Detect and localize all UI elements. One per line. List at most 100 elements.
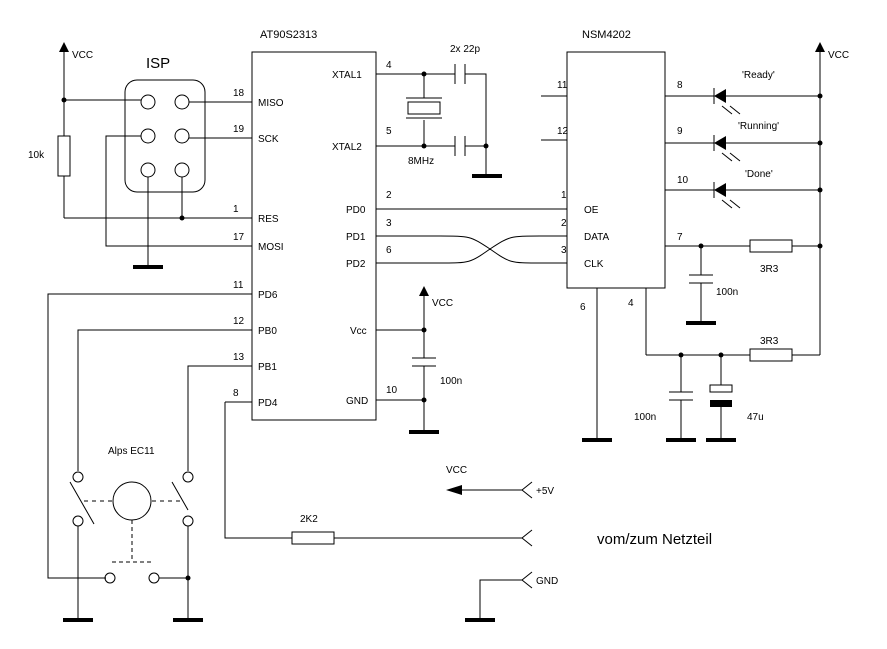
pin-p12-num: 12 — [557, 126, 569, 137]
right-vcc-label: VCC — [828, 50, 849, 61]
supply-cap — [669, 355, 693, 438]
c-supply-label: 100n — [634, 412, 656, 423]
isp-pin-1 — [140, 94, 156, 110]
pin-pd4-name: PD4 — [258, 398, 278, 409]
driver-chip: NSM4202 11 12 1 OE 2 DATA 3 CLK 6 4 8 9 … — [541, 29, 689, 442]
led-running-label: 'Running' — [738, 121, 779, 132]
pin-miso-num: 18 — [233, 88, 245, 99]
encoder-contact — [182, 515, 194, 527]
isp-pin-5 — [140, 162, 156, 178]
c-elko-label: 47u — [747, 412, 764, 423]
encoder-wires — [47, 293, 225, 579]
pd4-wire — [224, 402, 522, 539]
pin-data-num: 2 — [561, 218, 567, 229]
pin-p6-num: 6 — [580, 302, 586, 313]
encoder-push-link — [112, 520, 152, 563]
pin-pb1-name: PB1 — [258, 362, 277, 373]
pin-pd0-name: PD0 — [346, 205, 366, 216]
pin-p8-num: 8 — [677, 80, 683, 91]
pin-pd4-num: 8 — [233, 388, 239, 399]
crystal-symbol — [407, 101, 441, 115]
pin-p11-num: 11 — [557, 80, 568, 91]
cap-plates — [689, 274, 713, 284]
led-done-label: 'Done' — [745, 169, 773, 180]
junction — [185, 575, 191, 581]
pin-pd6-num: 11 — [233, 280, 244, 291]
driver-title: NSM4202 — [582, 29, 631, 41]
junction — [817, 93, 823, 99]
pin-pd0-num: 2 — [386, 190, 392, 201]
junction — [817, 187, 823, 193]
c-pin7-label: 100n — [716, 287, 738, 298]
encoder-contact — [104, 572, 116, 584]
pin-pd2-name: PD2 — [346, 259, 366, 270]
pin-p7-num: 7 — [677, 232, 683, 243]
encoder-label: Alps EC11 — [108, 446, 155, 457]
pin-xtal1-name: XTAL1 — [332, 70, 362, 81]
mcu-chip: AT90S2313 18 MISO 19 SCK 1 RES 17 MOSI 1… — [196, 29, 567, 421]
encoder-knob-icon — [112, 481, 152, 521]
junction — [179, 215, 185, 221]
driver-left-nc-pins — [541, 95, 567, 141]
pin7-wires — [665, 245, 820, 322]
led-icon — [714, 89, 726, 103]
cap-plates — [412, 357, 436, 367]
elko-positive-plate — [709, 384, 733, 393]
mcu-right-pins — [376, 73, 567, 401]
pin-gnd-num: 10 — [386, 385, 398, 396]
pin-oe-num: 1 — [561, 190, 567, 201]
pin-res-name: RES — [258, 214, 279, 225]
pin-pb0-num: 12 — [233, 316, 245, 327]
connector-terminals — [521, 481, 533, 589]
resistor-3r3-led — [749, 239, 793, 253]
data-clk-crossover — [439, 235, 567, 264]
pin-xtal2-name: XTAL2 — [332, 142, 362, 153]
pin-sck-name: SCK — [258, 134, 279, 145]
junction — [61, 97, 67, 103]
encoder-switch-a — [69, 481, 95, 525]
net-vcc-label: VCC — [446, 465, 467, 476]
pin-p10-num: 10 — [677, 175, 689, 186]
light-arrows-icon — [721, 199, 741, 209]
xtal-caps-label: 2x 22p — [450, 44, 480, 55]
gnd-label: GND — [536, 576, 558, 587]
mcu-supply: VCC 100n — [409, 286, 462, 434]
mcu-title: AT90S2313 — [260, 29, 317, 41]
pin-data-name: DATA — [584, 232, 610, 243]
light-arrows-icon — [721, 105, 741, 115]
pin-oe-name: OE — [584, 205, 599, 216]
driver-body — [566, 51, 666, 289]
pin-pd1-name: PD1 — [346, 232, 366, 243]
junction — [698, 243, 704, 249]
power-connector: 2K2 VCC +5V GND vom/zum Netzteil — [224, 402, 712, 622]
encoder-contact — [148, 572, 160, 584]
led-icon — [714, 136, 726, 150]
pin-sck-num: 19 — [233, 124, 245, 135]
rotary-encoder: Alps EC11 — [47, 293, 225, 622]
driver-bottom-pins — [596, 288, 647, 438]
vcc-arrow-icon — [815, 42, 825, 52]
junction — [421, 397, 427, 403]
vcc-arrow-icon — [59, 42, 69, 52]
pin-clk-num: 3 — [561, 245, 567, 256]
pin-p4-num: 4 — [628, 298, 634, 309]
crystal-label: 8MHz — [408, 156, 434, 167]
led-running: 'Running' — [665, 121, 820, 162]
vcc-arrow-icon — [419, 286, 429, 296]
pin-pd1-num: 3 — [386, 218, 392, 229]
pin-mosi-name: MOSI — [258, 242, 284, 253]
isp-label: ISP — [146, 55, 170, 72]
isp-pin-4 — [174, 128, 190, 144]
isp-header: ISP VCC 10k — [28, 42, 225, 269]
pin-pd2-num: 6 — [386, 245, 392, 256]
pin-gnd-name: GND — [346, 396, 368, 407]
xtal-cap-plates — [454, 64, 466, 156]
r-supply-label: 3R3 — [760, 336, 779, 347]
pin-res-num: 1 — [233, 204, 239, 215]
encoder-contact — [182, 471, 194, 483]
junction — [483, 143, 489, 149]
driver-supply: VCC 3R3 100n 3R3 100n 47u — [634, 42, 849, 442]
connector-caption: vom/zum Netzteil — [597, 531, 712, 548]
r-series-label: 2K2 — [300, 514, 318, 525]
xtal-cap-wires — [424, 73, 487, 176]
